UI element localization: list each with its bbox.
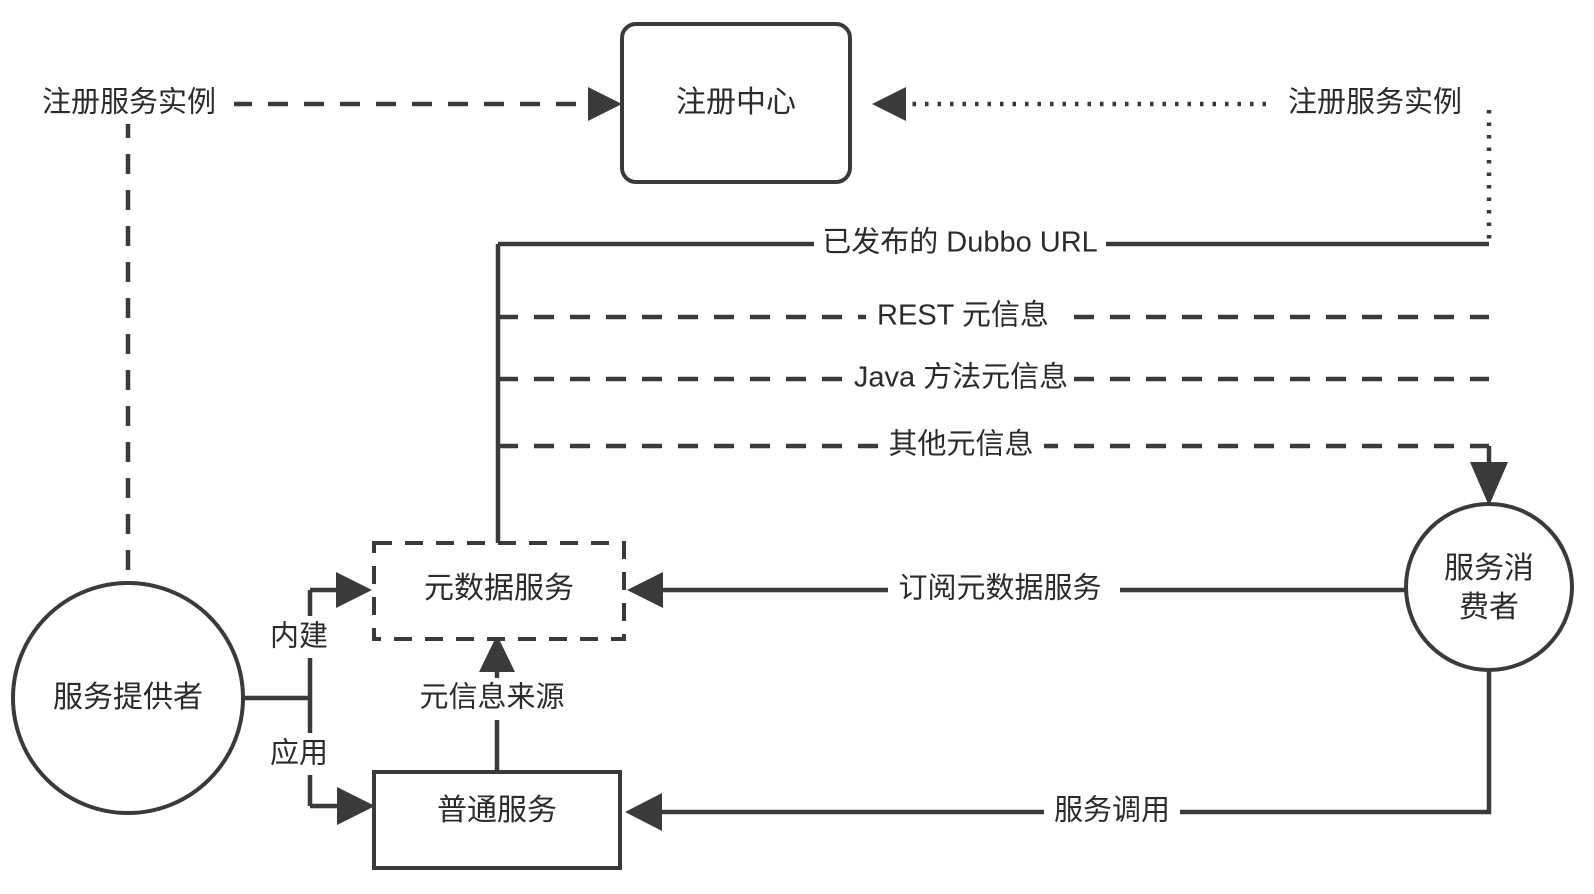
edge-label-bg-application — [266, 733, 344, 775]
edge-java-method-meta: Java 方法元信息 — [498, 359, 1489, 399]
node-normal-service-label: 普通服务 — [437, 794, 557, 827]
edge-provider-register: 注册服务实例 — [38, 84, 622, 585]
edge-label-bg-meta-source — [408, 678, 588, 720]
edge-label-bg-rest-meta — [866, 297, 1060, 337]
edge-consumer-register: 注册服务实例 — [872, 84, 1492, 243]
edge-label-builtin: 内建 — [270, 620, 328, 653]
arrow-head-provider-register — [588, 87, 622, 121]
arrow-head-meta-source — [479, 635, 515, 672]
edge-label-other-meta: 其他元信息 — [888, 428, 1033, 461]
edge-label-bg-builtin — [266, 616, 344, 658]
edge-label-published-url: 已发布的 Dubbo URL — [822, 226, 1098, 259]
node-normal-service[interactable]: 普通服务 — [372, 770, 622, 870]
arrow-head-service-invoke — [625, 793, 662, 831]
node-consumer[interactable]: 服务消 费者 — [1404, 502, 1574, 672]
arrow-head-other-meta — [1470, 462, 1508, 506]
node-registry-shape[interactable] — [620, 22, 852, 184]
edge-label-bg-other-meta — [878, 426, 1044, 466]
edge-label-bg-service-invoke — [1044, 792, 1180, 832]
edge-subscribe-metadata: 订阅元数据服务 — [627, 570, 1406, 610]
arrow-head-builtin-branch — [336, 572, 372, 608]
node-registry-label: 注册中心 — [676, 86, 796, 119]
edge-service-invoke-path — [660, 670, 1492, 815]
edge-label-service-invoke: 服务调用 — [1054, 794, 1170, 827]
edge-label-provider-register: 注册服务实例 — [42, 86, 216, 119]
edge-label-bg-consumer-register — [1266, 84, 1466, 124]
node-metadata-service-shape[interactable] — [372, 541, 626, 641]
node-metadata-service[interactable]: 元数据服务 — [372, 541, 626, 641]
edge-label-rest-meta: REST 元信息 — [877, 299, 1049, 332]
edge-published-url: 已发布的 Dubbo URL — [498, 224, 1489, 264]
edge-label-meta-source: 元信息来源 — [419, 681, 564, 714]
edge-label-java-method-meta: Java 方法元信息 — [854, 361, 1068, 394]
arrow-head-subscribe-metadata — [627, 572, 663, 608]
arrow-head-application-branch — [337, 787, 375, 825]
node-provider-shape[interactable] — [11, 581, 245, 815]
node-consumer-label-line1: 服务消 — [1444, 552, 1534, 585]
edge-label-bg-published-url — [814, 224, 1106, 264]
edge-rest-meta: REST 元信息 — [498, 297, 1489, 337]
edge-meta-source: 元信息来源 — [408, 635, 588, 773]
node-metadata-service-label: 元数据服务 — [424, 572, 574, 605]
node-provider[interactable]: 服务提供者 — [11, 581, 245, 815]
edge-other-meta: 其他元信息 — [498, 426, 1508, 506]
edge-label-application: 应用 — [270, 737, 328, 770]
edge-label-consumer-register: 注册服务实例 — [1288, 86, 1462, 119]
node-registry[interactable]: 注册中心 — [620, 22, 852, 184]
edge-label-bg-provider-register — [38, 84, 234, 124]
node-normal-service-shape[interactable] — [372, 770, 622, 870]
edge-label-bg-java-method-meta — [852, 359, 1070, 399]
edge-provider-branches: 内建 应用 — [243, 572, 375, 825]
edge-label-subscribe-metadata: 订阅元数据服务 — [898, 572, 1101, 605]
edge-service-invoke: 服务调用 — [625, 670, 1492, 832]
edge-label-bg-subscribe-metadata — [888, 570, 1120, 610]
node-provider-label: 服务提供者 — [53, 681, 203, 714]
node-consumer-label-line2: 费者 — [1459, 591, 1519, 624]
arrow-head-consumer-register — [872, 87, 906, 121]
node-consumer-shape[interactable] — [1404, 502, 1574, 672]
